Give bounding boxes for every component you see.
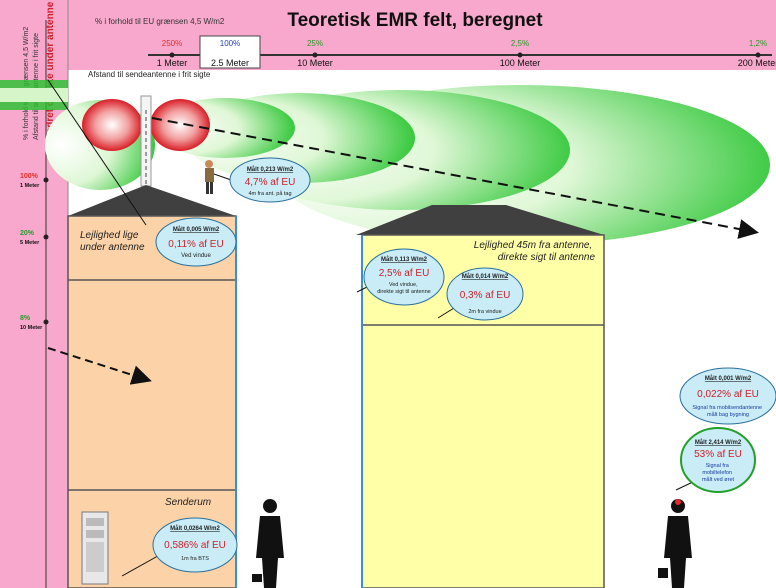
callout-left-apartment: Målt 0,005 W/m2 0,11% af EU Ved vindue [155,217,237,267]
svg-text:Målt 0,0264 W/m2: Målt 0,0264 W/m2 [170,525,220,532]
red-lobe-left [82,99,142,151]
red-lobe-right [150,99,210,151]
svg-text:Målt 0,113 W/m2: Målt 0,113 W/m2 [381,256,428,263]
room-label-left: Lejlighed lige under antenne [80,230,145,253]
svg-text:0,586% af EU: 0,586% af EU [164,540,226,551]
scale-percent-label: 250% [162,39,182,48]
vertical-scale-percent: 20% [20,230,35,237]
room-label-senderum: Senderum [165,497,211,508]
svg-text:1m fra BTS: 1m fra BTS [181,556,209,562]
vertical-scale-tick [43,234,49,240]
scale-distance-label: 10 Meter [297,58,333,68]
scale-highlight-box [199,35,261,69]
svg-text:0,3% af EU: 0,3% af EU [460,290,511,301]
scale-band [68,0,776,70]
scale-percent-label: 1,2% [749,39,767,48]
page-title: Teoretisk EMR felt, beregnet [287,10,543,31]
vertical-scale-distance: 5 Meter [20,240,40,246]
svg-text:Målt 0,005 W/m2: Målt 0,005 W/m2 [173,226,220,233]
scale-tick [755,52,761,58]
bts-server-icon [81,511,109,585]
vertical-scale-tick [43,319,49,325]
callout-mobile-phone: Målt 2,414 W/m2 53% af EU Signal fra mob… [680,427,756,493]
callout-roof-person: Målt 0,213 W/m2 4,7% af EU 4m fra ant. p… [229,157,311,203]
svg-text:Ved vindue: Ved vindue [181,253,211,259]
vertical-scale-tick [43,177,49,183]
radiation-beam-arrow [151,117,759,239]
callout-mobile-outside: Målt 0,001 W/m2 0,022% af EU Signal fra … [679,367,776,425]
scale-percent-label: 25% [307,39,323,48]
scale-tick [517,52,523,58]
scale-percent-label: 100% [220,39,240,48]
scale-distance-label: 1 Meter [157,58,188,68]
callout-right-room: Målt 0,014 W/m2 0,3% af EU 2m fra vindue [446,267,524,321]
scale-tick [312,52,318,58]
vertical-scale-distance: 10 Meter [20,325,43,331]
svg-text:0,022% af EU: 0,022% af EU [697,389,759,400]
callout-right-window: Målt 0,113 W/m2 2,5% af EU Ved vindue, d… [363,248,445,306]
vertical-scale-ticks: 100% 1 Meter 20% 5 Meter 8% 10 Meter [20,173,49,331]
room-label-right: Lejlighed 45m fra antenne, direkte sigt … [474,240,596,263]
silhouette-man-right [658,499,692,588]
vertical-label-red: Lodret direkte under antenne [45,1,56,140]
svg-text:Målt 0,014 W/m2: Målt 0,014 W/m2 [462,273,509,280]
silhouette-man-center [252,499,284,588]
scale-tick [169,52,175,58]
radiation-field [45,85,770,245]
distance-scale-label: Afstand til sendeantenne i frit sigte [88,70,211,79]
svg-text:53% af EU: 53% af EU [694,449,742,460]
svg-text:Målt 0,213 W/m2: Målt 0,213 W/m2 [247,166,294,173]
vertical-scale-percent: 100% [20,173,39,180]
svg-text:4m fra ant. på tag: 4m fra ant. på tag [248,190,291,197]
svg-text:Signal fra mobilsendantenne: Signal fra mobilsendantenne målt bag byg… [692,405,763,418]
svg-text:Signal fra mobiltelefo: Signal fra mobiltelefon målt ved øret [702,463,735,483]
scale-distance-label: 200 Meter [738,58,776,68]
svg-text:Målt 0,001 W/m2: Målt 0,001 W/m2 [705,375,752,382]
distance-scale-ticks: 250% 1 Meter 100% 2.5 Meter 25% 10 Meter 2,5% 1… [157,35,776,69]
svg-text:4,7% af EU: 4,7% af EU [245,177,296,188]
callout-senderum: Målt 0,0264 W/m2 0,586% af EU 1m fra BTS [152,517,238,573]
svg-text:Målt 2,414 W/m2: Målt 2,414 W/m2 [695,439,742,446]
svg-text:0,11% af EU: 0,11% af EU [168,239,223,250]
svg-text:Ved vindue, direkte si: Ved vindue, direkte sigt til antenne [377,282,431,295]
scale-percent-label: 2,5% [511,39,529,48]
svg-text:2m fra vindue: 2m fra vindue [468,309,501,315]
percent-scale-label: % i forhold til EU grænsen 4,5 W/m2 [95,17,225,26]
scale-distance-label: 2.5 Meter [211,58,249,68]
svg-text:2,5% af EU: 2,5% af EU [379,268,430,279]
vertical-scale-percent: 8% [20,315,31,322]
inner-beam-arrow [47,347,152,385]
scale-distance-label: 100 Meter [500,58,541,68]
right-building [356,205,605,588]
vertical-scale-distance: 1 Meter [20,183,40,189]
measurement-callouts: Målt 0,213 W/m2 4,7% af EU 4m fra ant. p… [152,157,776,573]
person-on-roof [205,160,214,194]
